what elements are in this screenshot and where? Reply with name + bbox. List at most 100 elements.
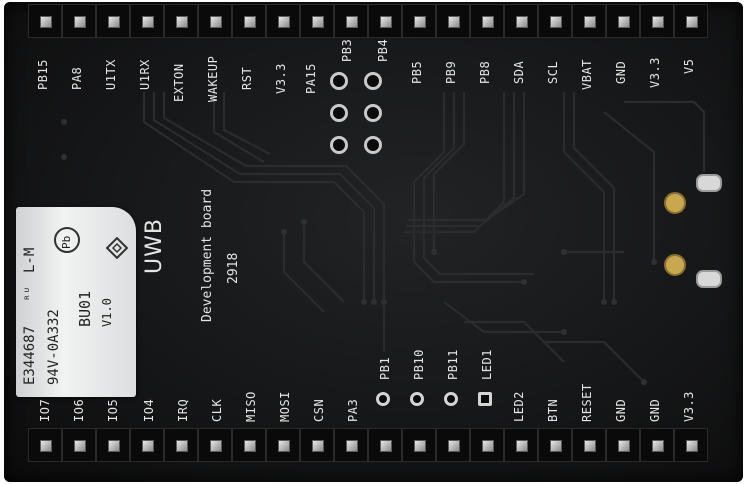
header-pin [28, 428, 62, 462]
header-pin [130, 4, 164, 38]
header-pin [334, 428, 368, 462]
pb-free-icon: Pb [54, 227, 80, 253]
top-pin-label: PA15 [304, 63, 318, 94]
header-pin [572, 4, 606, 38]
header-pin [402, 4, 436, 38]
bottom-pin-label: PB1 [378, 356, 392, 380]
top-pin-label: PB4 [376, 38, 390, 62]
top-pin-label: VBAT [580, 59, 594, 90]
six-pin-header [330, 72, 392, 164]
usb-mount-hole [696, 174, 722, 192]
header-pin [198, 428, 232, 462]
header-pin [504, 428, 538, 462]
mount-pad [664, 254, 686, 276]
bottom-pin-label: CSN [312, 398, 326, 422]
header-hole [364, 104, 382, 122]
top-pin-label: V5 [682, 58, 696, 74]
top-pin-header [28, 4, 708, 38]
bottom-pin-label: RESET [580, 383, 594, 422]
top-pin-label: EXTON [172, 63, 186, 102]
bottom-pin-label: LED2 [512, 391, 526, 422]
bottom-pin-label: GND [614, 398, 628, 422]
header-pin [538, 428, 572, 462]
board-code: 2918 [226, 252, 241, 284]
top-pin-label: U1TX [104, 59, 118, 90]
header-hole [364, 72, 382, 90]
header-pin [436, 4, 470, 38]
bottom-pin-label: PB11 [446, 349, 460, 380]
header-pin [266, 4, 300, 38]
header-hole [410, 392, 424, 406]
top-pin-label: PB3 [340, 38, 354, 62]
module-ul-mark: ᴿᵁ [22, 286, 36, 301]
bottom-pin-label: V3.3 [682, 391, 696, 422]
bottom-pin-label: BTN [546, 398, 560, 422]
board-title: UWB [142, 218, 167, 274]
bottom-pin-label: LED1 [480, 349, 494, 380]
bottom-pin-label: PB10 [412, 349, 426, 380]
header-pin [470, 4, 504, 38]
usb-mount-hole [696, 270, 722, 288]
top-pin-label: V3.3 [274, 63, 288, 94]
bottom-pin-label: GND [648, 398, 662, 422]
board-subtitle: Development board [200, 188, 215, 322]
pcb-traces [61, 92, 706, 385]
header-hole [444, 392, 458, 406]
header-pin [470, 428, 504, 462]
top-pin-label: U1RX [138, 59, 152, 90]
header-pin [334, 4, 368, 38]
top-pin-label: PA8 [70, 66, 84, 90]
header-pin [368, 4, 402, 38]
header-pin [198, 4, 232, 38]
top-pin-label: PB8 [478, 60, 492, 84]
header-pin [436, 428, 470, 462]
header-hole [376, 392, 390, 406]
logo-icon [106, 237, 128, 259]
header-pin [674, 428, 708, 462]
header-pin [62, 4, 96, 38]
header-pin [266, 428, 300, 462]
header-pin [402, 428, 436, 462]
bottom-pin-label: IO4 [142, 398, 156, 422]
bottom-pin-label: CLK [210, 398, 224, 422]
header-pin [674, 4, 708, 38]
top-pin-label: PB5 [410, 60, 424, 84]
top-pin-label: RST [240, 66, 254, 90]
header-pin [164, 4, 198, 38]
module-cert: E344687 [22, 325, 38, 385]
mount-pad [664, 192, 686, 214]
top-pin-label: V3.3 [648, 57, 662, 88]
top-pin-label: GND [614, 60, 628, 84]
header-pin [232, 4, 266, 38]
bottom-pin-label: IO5 [106, 398, 120, 422]
top-pin-label: SDA [512, 60, 526, 84]
header-pin [300, 428, 334, 462]
header-pin [164, 428, 198, 462]
header-pin [62, 428, 96, 462]
bottom-pin-label: IO7 [38, 398, 52, 422]
top-pin-label: WAKEUP [206, 55, 220, 102]
header-pin [640, 428, 674, 462]
four-pin-header [376, 392, 506, 408]
header-pin [232, 428, 266, 462]
bottom-pin-label: IRQ [176, 398, 190, 422]
header-pin [96, 428, 130, 462]
header-pin [300, 4, 334, 38]
header-pin [28, 4, 62, 38]
bottom-pin-header [28, 428, 708, 462]
bottom-pin-label: MOSI [278, 391, 292, 422]
top-pin-label: SCL [546, 60, 560, 84]
module-model: BU01 [76, 290, 94, 327]
module-rating: 94V-0A332 [46, 309, 62, 385]
header-pin [538, 4, 572, 38]
header-pin [572, 428, 606, 462]
header-pin [606, 428, 640, 462]
header-pin [130, 428, 164, 462]
header-hole [330, 136, 348, 154]
header-pin [606, 4, 640, 38]
top-pin-label: PB15 [36, 59, 50, 90]
top-pin-label: PB9 [444, 60, 458, 84]
module-lm: L-M [22, 247, 38, 273]
uwb-module: E344687 ᴿᵁ L-M 94V-0A332 BU01 V1.0 Pb [16, 207, 136, 397]
header-pin [96, 4, 130, 38]
